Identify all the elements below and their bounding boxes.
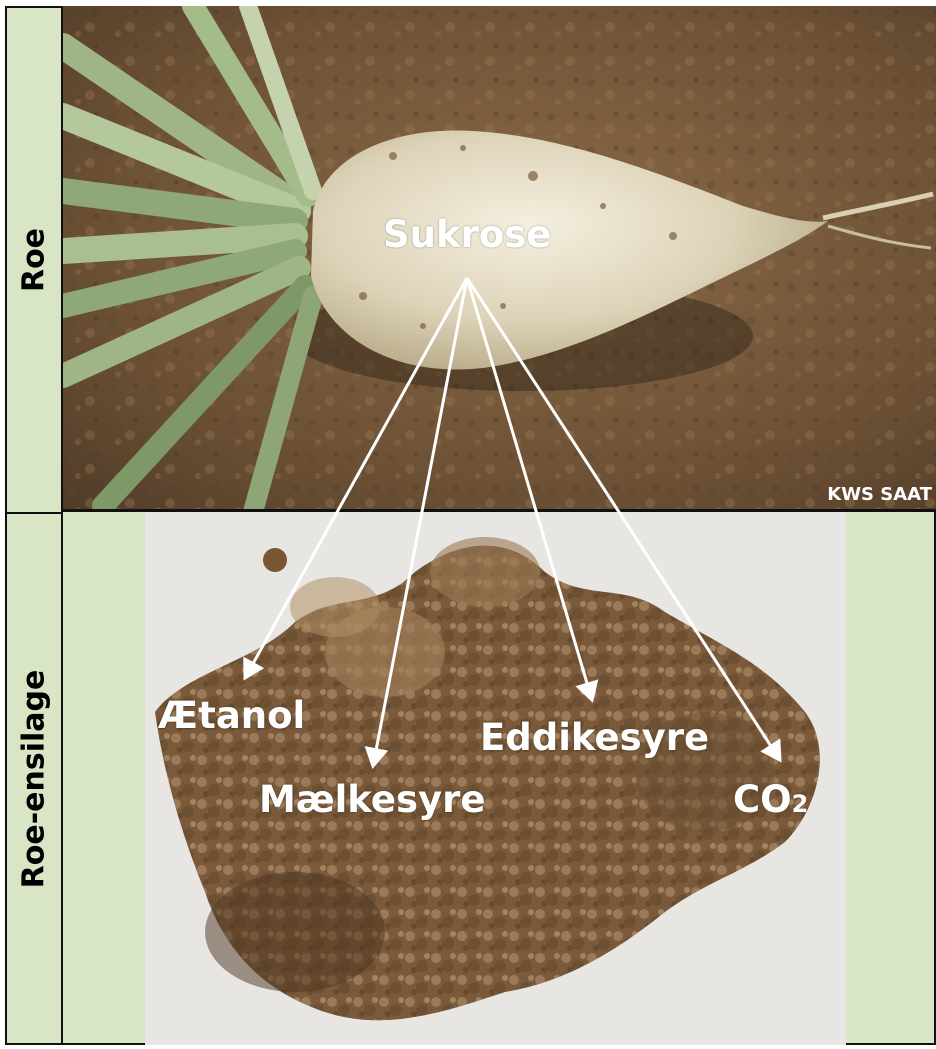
beet-illustration (63, 6, 936, 512)
label-co2-main: CO (733, 778, 792, 821)
side-cell-roe-ensilage: Roe-ensilage (5, 512, 63, 1045)
beet-photo: KWS SAAT (63, 6, 936, 512)
side-label-column: Roe Roe-ensilage (5, 6, 63, 1045)
side-cell-roe: Roe (5, 6, 63, 512)
label-sukrose: Sukrose (383, 213, 551, 256)
label-co2: CO2 (733, 778, 808, 821)
label-co2-subscript: 2 (792, 790, 809, 818)
label-ethanol: Ætanol (158, 694, 305, 737)
label-roe: Roe (17, 228, 52, 292)
photo-credit: KWS SAAT (827, 484, 932, 505)
label-acetic-acid: Eddikesyre (480, 716, 709, 759)
label-lactic-acid: Mælkesyre (259, 778, 485, 821)
label-roe-ensilage: Roe-ensilage (17, 669, 52, 888)
